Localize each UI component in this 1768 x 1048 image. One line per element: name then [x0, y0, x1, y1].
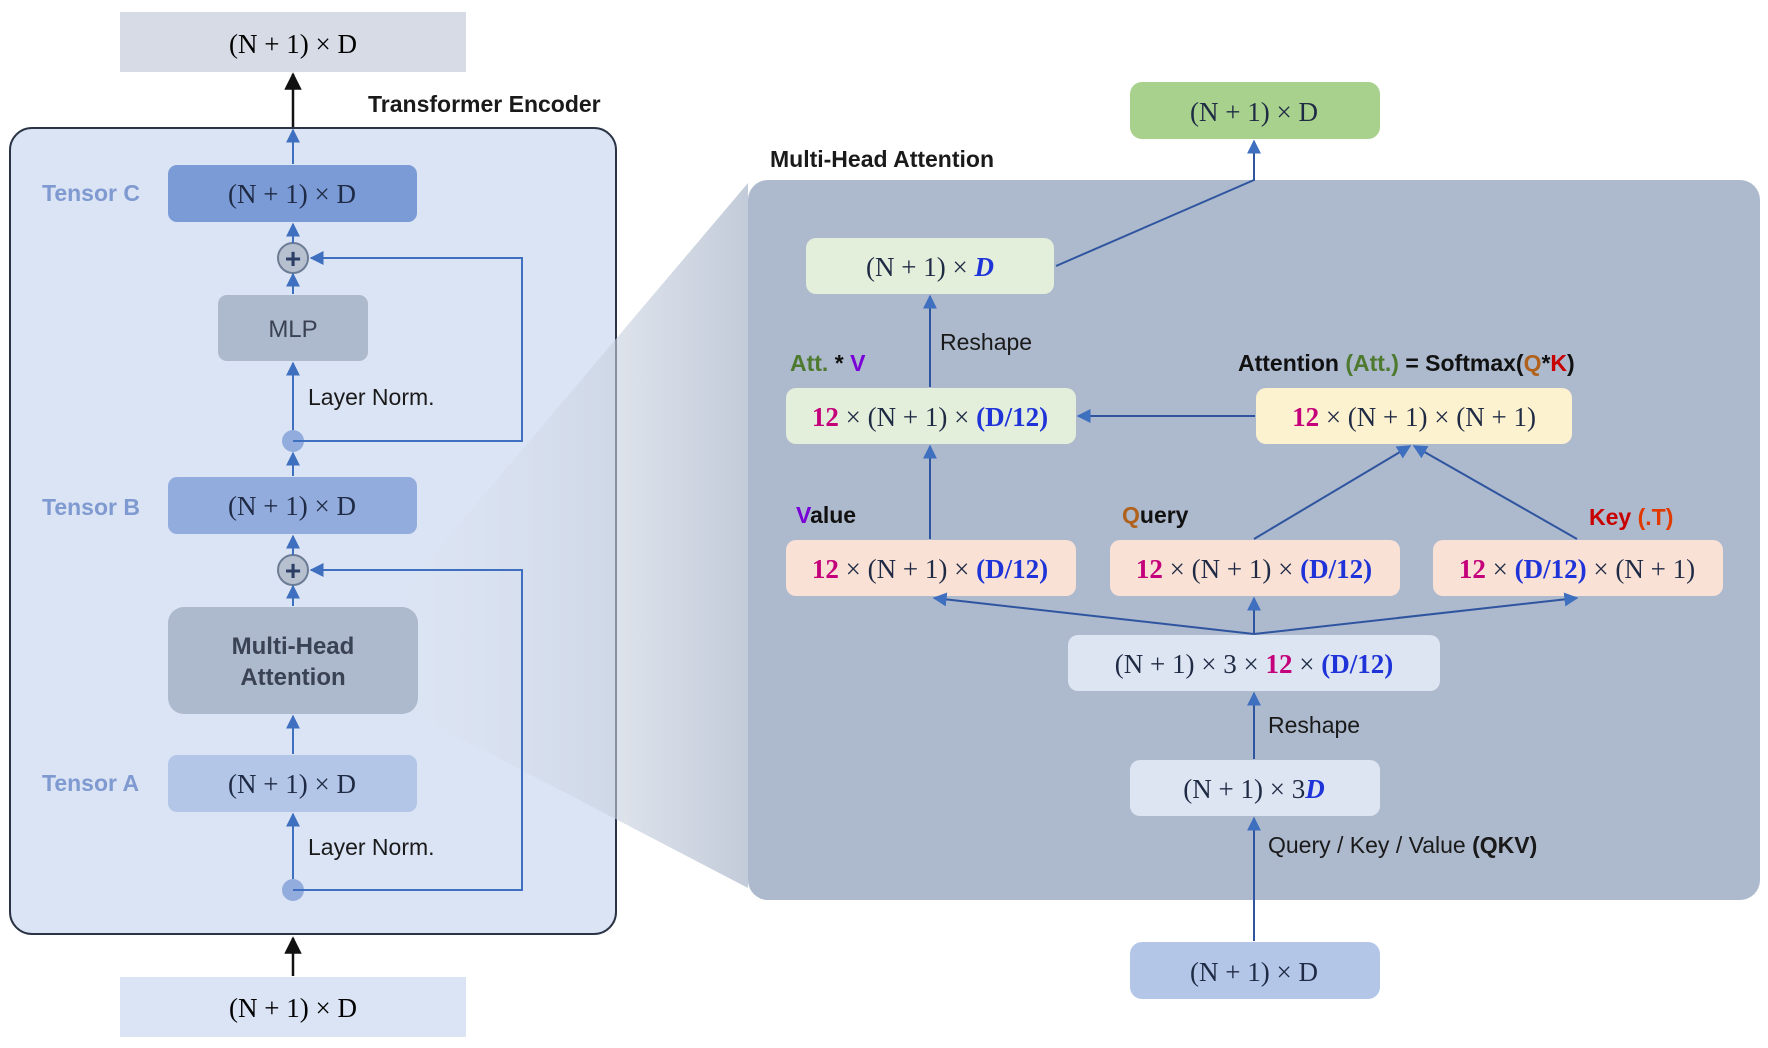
encoder-output-box — [120, 12, 466, 72]
attention-matrix-box — [1256, 388, 1572, 444]
mha-input-box — [1130, 942, 1380, 999]
plus-icon-bottom: + — [285, 555, 301, 586]
value-label: Value — [796, 502, 856, 528]
reshape-label-bottom: Reshape — [1268, 712, 1360, 738]
mlp-box — [218, 295, 368, 361]
reshape-label-top: Reshape — [940, 329, 1032, 355]
reshaped-qkv-box — [1068, 635, 1440, 691]
concat-output-box — [806, 238, 1054, 294]
mha-input-shape: (N + 1) × D — [1190, 957, 1318, 987]
tensor-a-shape: (N + 1) × D — [228, 769, 356, 799]
layer-norm-label-top: Layer Norm. — [308, 384, 435, 410]
qkv-label: Query / Key / Value (QKV) — [1268, 832, 1537, 858]
mha-box — [168, 607, 418, 714]
qkv-projection-shape: (N + 1) × 3D — [1183, 774, 1324, 804]
mha-title: Multi-Head Attention — [770, 146, 994, 172]
att-v-result-shape: 12 × (N + 1) × (D/12) — [812, 402, 1048, 432]
tensor-c-shape: (N + 1) × D — [228, 179, 356, 209]
zoom-projection — [410, 183, 748, 888]
tensor-c-box — [168, 165, 417, 222]
mha-output-shape: (N + 1) × D — [1190, 97, 1318, 127]
mha-label-line1: Multi-Head — [232, 633, 355, 660]
reshaped-qkv-shape: (N + 1) × 3 × 12 × (D/12) — [1115, 649, 1393, 679]
att-times-v-label: Att. * V — [790, 350, 866, 376]
encoder-title: Transformer Encoder — [368, 91, 601, 117]
encoder-input-box — [120, 977, 466, 1037]
attention-matrix-shape: 12 × (N + 1) × (N + 1) — [1292, 402, 1536, 432]
tensor-a-label: Tensor A — [42, 770, 139, 796]
key-label: Key (.T) — [1589, 504, 1673, 530]
mha-output-box — [1130, 82, 1380, 139]
query-box — [1110, 540, 1400, 596]
tensor-c-label: Tensor C — [42, 180, 140, 206]
att-v-result-box — [786, 388, 1076, 444]
tensor-b-shape: (N + 1) × D — [228, 491, 356, 521]
key-shape: 12 × (D/12) × (N + 1) — [1459, 554, 1695, 584]
qkv-projection-box — [1130, 760, 1380, 816]
value-box — [786, 540, 1076, 596]
attention-formula: Attention (Att.) = Softmax(Q*K) — [1238, 350, 1575, 376]
query-shape: 12 × (N + 1) × (D/12) — [1136, 554, 1372, 584]
mha-label-line2: Attention — [240, 664, 345, 691]
concat-output-shape: (N + 1) × D — [866, 252, 994, 282]
value-shape: 12 × (N + 1) × (D/12) — [812, 554, 1048, 584]
encoder-output-shape: (N + 1) × D — [229, 29, 357, 59]
layer-norm-label-bottom: Layer Norm. — [308, 834, 435, 860]
encoder-input-shape: (N + 1) × D — [229, 993, 357, 1023]
mlp-label: MLP — [268, 316, 317, 343]
key-box — [1433, 540, 1723, 596]
encoder-arrows — [286, 128, 523, 891]
tensor-b-label: Tensor B — [42, 494, 140, 520]
plus-icon-top: + — [285, 243, 301, 274]
tensor-a-box — [168, 755, 417, 812]
query-label: Query — [1122, 502, 1189, 528]
tensor-b-box — [168, 477, 417, 534]
mha-arrows — [923, 139, 1579, 941]
